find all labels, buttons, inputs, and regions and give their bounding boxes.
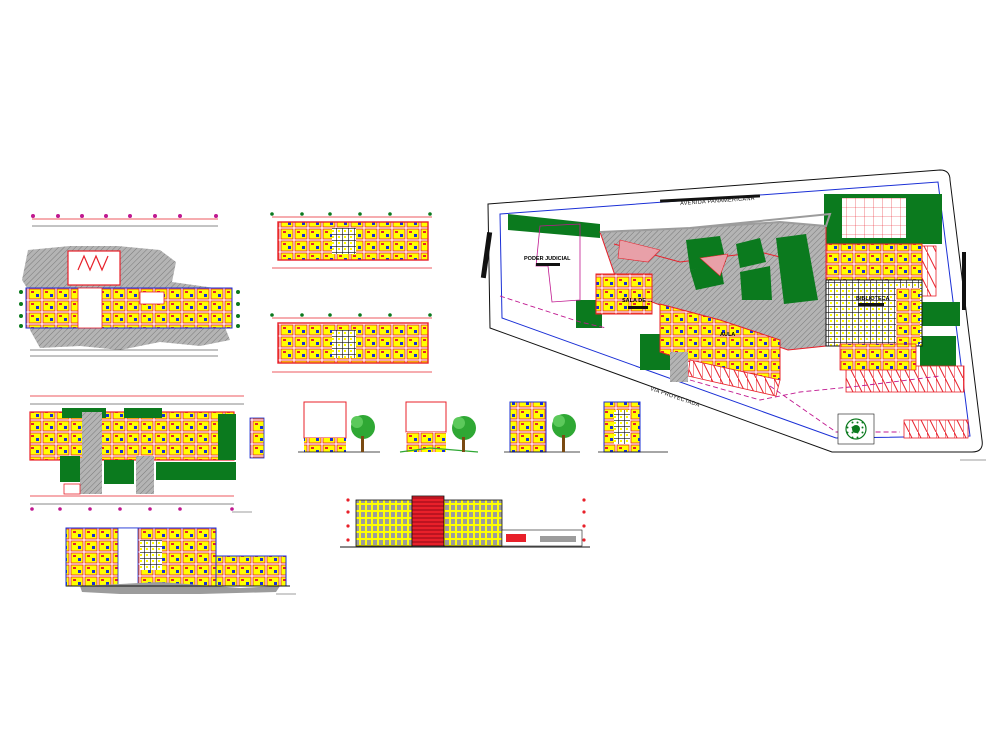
building-center-label-2: AULA [720,332,735,338]
building-left-label: PODER JUDICIAL [524,256,571,262]
axis-markers-side [19,290,240,328]
elevation-2 [399,401,479,453]
library-building [825,243,923,285]
upper-floor-plan-a [270,212,432,269]
dimension-line-top [32,218,218,227]
elevation-1 [298,401,380,453]
plan-body [25,287,233,329]
elevation-3 [504,401,580,453]
site-inner-line [499,181,971,439]
stair-block [67,250,121,286]
garden-feature [837,413,875,445]
plaza-gardens [617,234,818,304]
scale-bars [232,459,986,595]
first-floor-plan [19,214,240,357]
elevation-4 [598,401,668,453]
building-section [65,527,290,594]
ground-floor-plan [29,395,265,511]
center-building [595,273,653,315]
parking-stalls-south [687,359,781,397]
tree [351,415,375,452]
upper-floor-plan-b [270,313,432,373]
axis-markers-top [31,214,218,218]
site-plan: AVENIDA PANAMERICANA VIA PROYECTADA PODE… [480,169,983,453]
lawn-north [508,214,600,238]
pedestrian-path [499,295,941,401]
tree [552,414,576,452]
road-north-label: AVENIDA PANAMERICANA [680,196,755,207]
dimension-line-bottom [30,349,218,357]
building-right-label: BIBLIOTECA [856,296,890,302]
section-ground [80,582,280,594]
main-facade-elevation [340,495,590,548]
building-center-label: SALA DE ... [622,298,653,304]
tree [452,416,476,452]
